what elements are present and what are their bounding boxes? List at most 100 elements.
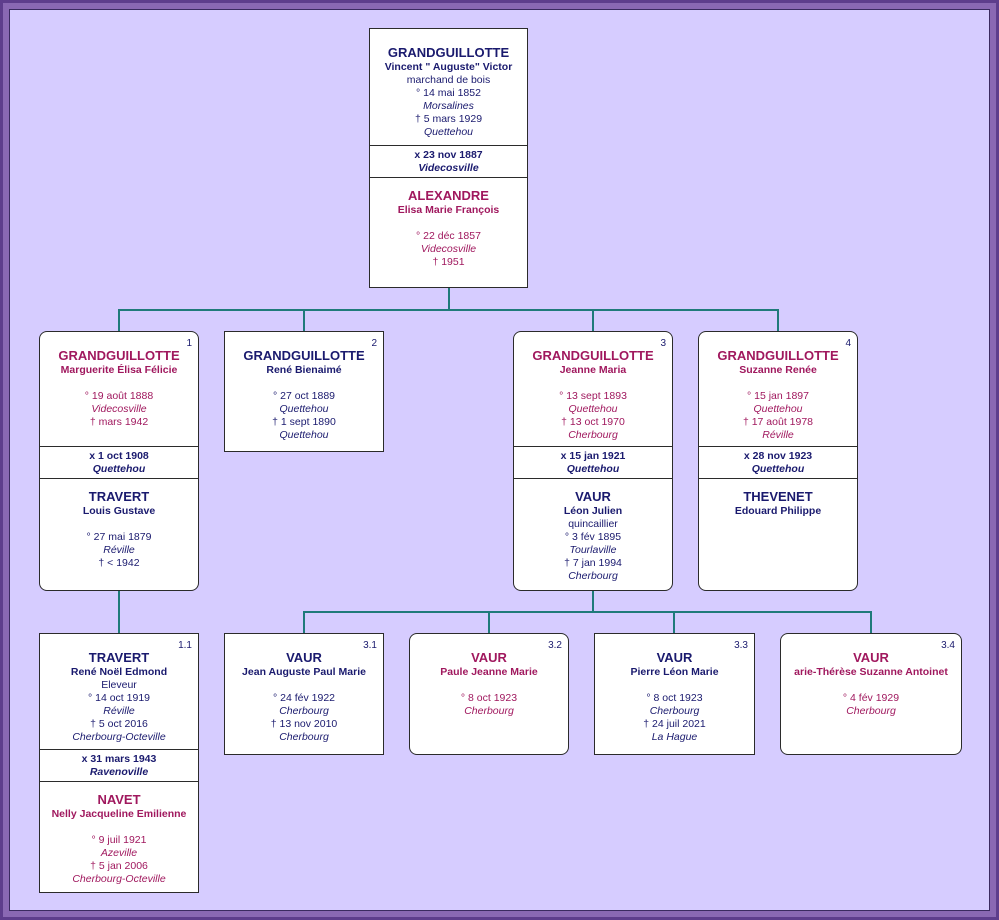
spouse-birth: ° 27 mai 1879	[86, 531, 152, 543]
connector	[303, 309, 305, 332]
child-section: GRANDGUILLOTTE Marguerite Élisa Félicie …	[40, 332, 198, 446]
child-given-names: René Bienaimé	[266, 364, 342, 376]
marriage-place: Quettehou	[92, 463, 146, 475]
spouse-section: NAVET Nelly Jacqueline Emilienne ° 9 jui…	[40, 782, 198, 886]
marriage-info: x 1 oct 1908 Quettehou	[40, 446, 198, 479]
child-birth-place: Videcosville	[91, 403, 147, 415]
child-surname: GRANDGUILLOTTE	[717, 348, 839, 363]
child-given-names: Suzanne Renée	[739, 364, 817, 376]
husband-birth-place: Morsalines	[423, 100, 474, 112]
child-birth: ° 27 oct 1889	[273, 390, 335, 402]
grandchild-card[interactable]: 3.4 VAUR arie-Thérèse Suzanne Antoinet °…	[780, 633, 962, 755]
root-couple-card[interactable]: GRANDGUILLOTTE Vincent " Auguste" Victor…	[369, 28, 528, 288]
spouse-given-names: Nelly Jacqueline Emilienne	[51, 808, 187, 820]
spouse-death: † 5 jan 2006	[90, 860, 148, 872]
grandchild-surname: TRAVERT	[88, 650, 150, 665]
child-surname: GRANDGUILLOTTE	[58, 348, 180, 363]
connector	[777, 309, 779, 332]
grandchild-death-place: Cherbourg-Octeville	[72, 731, 166, 743]
child-number: 2	[371, 338, 377, 349]
child-birth-place: Quettehou	[279, 403, 329, 415]
child-card[interactable]: 1 GRANDGUILLOTTE Marguerite Élisa Félici…	[39, 331, 199, 591]
grandchild-card[interactable]: 3.2 VAUR Paule Jeanne Marie ° 8 oct 1923…	[409, 633, 569, 755]
grandchild-surname: VAUR	[853, 650, 889, 665]
grandchild-birth-place: Cherbourg	[649, 705, 700, 717]
child-section: GRANDGUILLOTTE Suzanne Renée ° 15 jan 18…	[699, 332, 857, 446]
child-death-place: Quettehou	[279, 429, 329, 441]
grandchild-birth: ° 8 oct 1923	[646, 692, 703, 704]
grandchild-section: VAUR Paule Jeanne Marie ° 8 oct 1923 Che…	[410, 634, 568, 718]
child-death-place: Cherbourg	[568, 429, 618, 441]
spouse-birth-place: Tourlaville	[569, 544, 617, 556]
connector	[303, 611, 305, 634]
child-death: † 17 août 1978	[742, 416, 814, 428]
marriage-place: Ravenoville	[89, 766, 149, 778]
spouse-death: † 7 jan 1994	[564, 557, 622, 569]
child-given-names: Jeanne Maria	[559, 364, 627, 376]
connector	[118, 309, 120, 332]
child-birth: ° 15 jan 1897	[746, 390, 809, 402]
child-number: 3	[660, 338, 666, 349]
child-card[interactable]: 3 GRANDGUILLOTTE Jeanne Maria ° 13 sept …	[513, 331, 673, 591]
grandchild-number: 3.1	[363, 640, 377, 651]
child-card[interactable]: 2 GRANDGUILLOTTE René Bienaimé ° 27 oct …	[224, 331, 384, 452]
grandchild-section: VAUR Jean Auguste Paul Marie ° 24 fév 19…	[225, 634, 383, 744]
grandchild-given-names: Pierre Léon Marie	[630, 666, 719, 678]
grandchild-card[interactable]: 3.1 VAUR Jean Auguste Paul Marie ° 24 fé…	[224, 633, 384, 755]
child-birth-place: Quettehou	[568, 403, 618, 415]
child-section: GRANDGUILLOTTE René Bienaimé ° 27 oct 18…	[225, 332, 383, 442]
child-section: GRANDGUILLOTTE Jeanne Maria ° 13 sept 18…	[514, 332, 672, 446]
husband-occupation: marchand de bois	[406, 74, 491, 86]
child-birth: ° 19 août 1888	[84, 390, 154, 402]
child-death: † 1 sept 1890	[272, 416, 336, 428]
spouse-given-names: Edouard Philippe	[734, 505, 822, 517]
marriage-place: Quettehou	[566, 463, 620, 475]
spouse-section: VAUR Léon Julien quincaillier ° 3 fév 18…	[514, 479, 672, 583]
grandchild-surname: VAUR	[286, 650, 322, 665]
grandchild-card[interactable]: 1.1 TRAVERT René Noël Edmond Eleveur ° 1…	[39, 633, 199, 893]
connector	[303, 611, 872, 613]
grandchild-birth: ° 24 fév 1922	[273, 692, 335, 704]
marriage-place: Quettehou	[751, 463, 805, 475]
connector	[488, 611, 490, 634]
spouse-occupation: quincaillier	[568, 518, 618, 530]
grandchild-death: † 24 juil 2021	[643, 718, 706, 730]
spouse-death: † < 1942	[98, 557, 140, 569]
husband-surname: GRANDGUILLOTTE	[387, 45, 510, 60]
spouse-section: TRAVERT Louis Gustave ° 27 mai 1879 Révi…	[40, 479, 198, 570]
marriage-date: x 28 nov 1923	[743, 450, 813, 462]
marriage-info: x 23 nov 1887 Videcosville	[370, 145, 527, 178]
grandchild-death-place: Cherbourg	[279, 731, 329, 743]
grandchild-number: 3.2	[548, 640, 562, 651]
spouse-birth: ° 9 juil 1921	[91, 834, 147, 846]
connector	[592, 590, 594, 612]
husband-given-names: Vincent " Auguste" Victor	[384, 61, 513, 73]
grandchild-birth-place: Cherbourg	[279, 705, 329, 717]
wife-death: † 1951	[432, 256, 465, 268]
grandchild-number: 1.1	[178, 640, 192, 651]
connector	[592, 309, 594, 332]
spouse-surname: VAUR	[575, 489, 611, 504]
wife-birth-place: Videcosville	[420, 243, 477, 255]
grandchild-birth-place: Cherbourg	[464, 705, 514, 717]
grandchild-death: † 13 nov 2010	[270, 718, 338, 730]
grandchild-birth: ° 14 oct 1919	[88, 692, 150, 704]
marriage-date: x 31 mars 1943	[81, 753, 157, 765]
child-card[interactable]: 4 GRANDGUILLOTTE Suzanne Renée ° 15 jan …	[698, 331, 858, 591]
grandchild-given-names: Jean Auguste Paul Marie	[242, 666, 366, 678]
child-number: 1	[186, 338, 192, 349]
husband-death-place: Quettehou	[423, 126, 474, 138]
spouse-given-names: Léon Julien	[563, 505, 623, 517]
marriage-info: x 31 mars 1943 Ravenoville	[40, 749, 198, 782]
spouse-birth-place: Azeville	[100, 847, 138, 859]
spouse-given-names: Louis Gustave	[82, 505, 156, 517]
spouse-surname: NAVET	[97, 792, 141, 807]
marriage-date: x 1 oct 1908	[89, 450, 149, 462]
grandchild-given-names: René Noël Edmond	[70, 666, 168, 678]
grandchild-surname: VAUR	[471, 650, 507, 665]
child-death: † mars 1942	[89, 416, 149, 428]
wife-section: ALEXANDRE Elisa Marie François ° 22 déc …	[370, 178, 527, 269]
child-birth-place: Quettehou	[753, 403, 803, 415]
grandchild-card[interactable]: 3.3 VAUR Pierre Léon Marie ° 8 oct 1923 …	[594, 633, 755, 755]
grandchild-surname: VAUR	[656, 650, 693, 665]
